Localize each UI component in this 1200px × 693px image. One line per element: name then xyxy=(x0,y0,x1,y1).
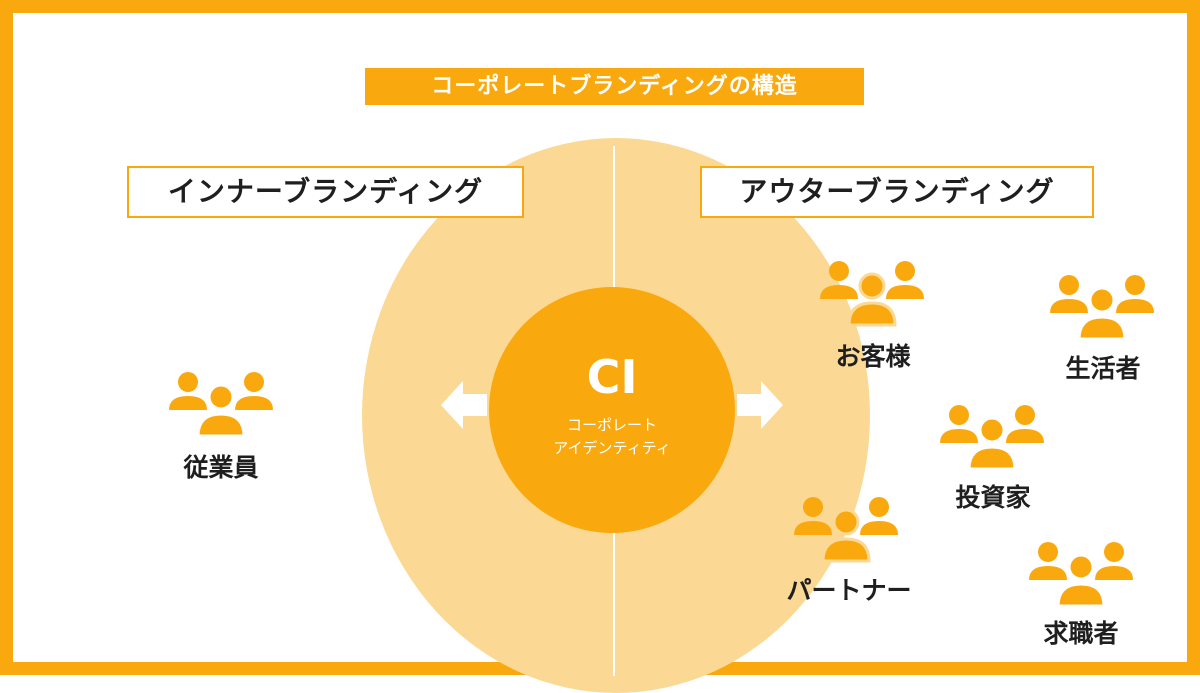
people-group-icon xyxy=(940,405,1044,471)
ci-subtitle-line2: アイデンティティ xyxy=(553,439,671,457)
outer-branding-label: アウターブランディング xyxy=(700,166,1094,218)
ci-title: CI xyxy=(586,350,638,404)
group-label-employees: 従業員 xyxy=(183,453,259,482)
people-group-icon xyxy=(794,497,898,563)
group-label-job-seekers: 求職者 xyxy=(1043,619,1119,648)
group-label-customers: お客様 xyxy=(835,342,911,371)
people-group-icon xyxy=(169,372,273,438)
people-group-icon xyxy=(820,261,924,327)
ci-circle: CI コーポレート アイデンティティ xyxy=(489,287,735,533)
arrow-left-icon xyxy=(441,381,487,429)
people-group-icon xyxy=(1050,275,1154,341)
group-label-partners: パートナー xyxy=(786,576,912,605)
people-group-icon xyxy=(1029,542,1133,608)
group-label-investors: 投資家 xyxy=(955,483,1031,512)
inner-branding-label: インナーブランディング xyxy=(127,166,524,218)
group-label-consumers: 生活者 xyxy=(1065,354,1141,383)
ci-subtitle-line1: コーポレート xyxy=(566,416,657,434)
diagram-title: コーポレートブランディングの構造 xyxy=(365,68,864,105)
arrow-right-icon xyxy=(737,381,783,429)
